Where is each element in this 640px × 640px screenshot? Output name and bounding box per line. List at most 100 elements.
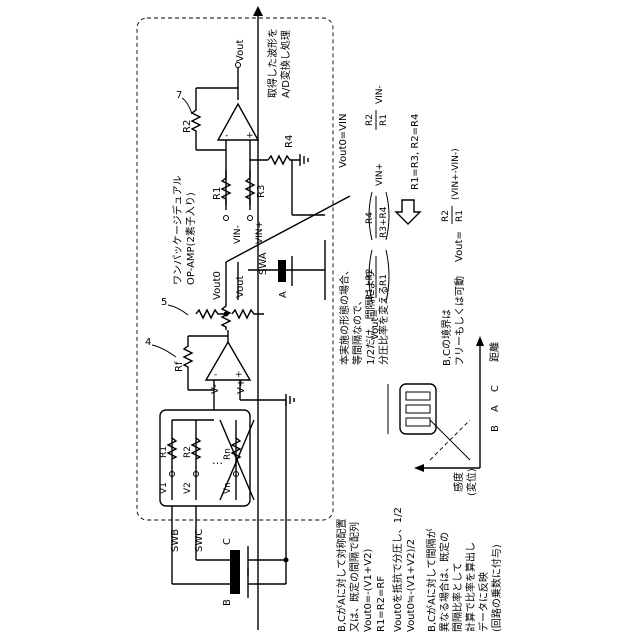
sensor-rn-label: Rn [223, 448, 233, 460]
sensor-r2-label: R2 [183, 446, 193, 458]
axis-tick-c: C [490, 385, 501, 392]
embodiment-line1: 本実施の形態の場合、 [338, 265, 351, 365]
vout-terminal [236, 63, 241, 68]
op-bot-minus: - [214, 370, 217, 380]
swa-label: SWA [258, 252, 269, 275]
op-top-plus: + [246, 131, 254, 141]
swc-label: SWC [194, 529, 205, 552]
ref-4-leader [152, 345, 176, 357]
vin-minus-term: VIN- [375, 85, 385, 104]
r2-label: R2 [182, 120, 193, 133]
result-num: R2 [441, 210, 451, 222]
vin-plus-label: VIN+ [255, 221, 265, 244]
bc-line2: 又は、既定の間隔で配列 [348, 522, 361, 632]
rf-resistor [184, 336, 192, 378]
sensor-dots: … [212, 454, 223, 467]
paren1-den: R1 [379, 274, 389, 286]
v-minus-label: V- [210, 384, 221, 394]
boundary-line1: B,Cの境界は [440, 309, 453, 366]
ad-note-line2: A/D変換し処理 [279, 30, 292, 98]
rf-label: Rf [174, 361, 185, 372]
graph-y-arrow-icon [476, 336, 484, 346]
bc-line1: B,CがAに対して対称配置 [335, 518, 348, 632]
swa-lever [226, 196, 350, 262]
embodiment-line3: 1/2だけ、間隔により [365, 270, 377, 365]
result-prefix: Vout= [454, 231, 465, 262]
vout-label: Vout [235, 39, 246, 62]
swb-label: SWB [170, 529, 181, 552]
axis-x-label: 距離 [488, 342, 501, 362]
vin-plus-term: VIN+ [375, 163, 385, 186]
divide-line2: Vout0≒-(V1+V2)/2 [406, 539, 417, 632]
dashed-enclosure [137, 18, 333, 520]
minus-frac-num: R2 [365, 114, 375, 126]
output-arrow-icon [253, 6, 263, 16]
axis-tick-a: A [490, 405, 501, 412]
embodiment-line4: 分圧比率を変える [377, 285, 390, 365]
v-plus-label: V+ [236, 379, 247, 394]
c-label: C [222, 538, 233, 545]
ref-5-leader [168, 305, 188, 315]
sensor-bar1 [406, 392, 430, 400]
unequal-line3: 間隔比率として [451, 562, 464, 632]
op-amp-title-line2: OP-AMP(2素子入り) [184, 192, 197, 285]
minus-frac-den: R1 [379, 114, 389, 126]
r3-label: R3 [256, 185, 267, 198]
sensor-r1-label: R1 [159, 446, 169, 458]
vout-mid-label: Vout [235, 275, 246, 298]
r1-label: R1 [212, 187, 223, 200]
divide-line1: Vout0を抵抗で分圧し、1/2 [391, 507, 404, 632]
paren2-num: R4 [365, 212, 375, 224]
b-label: B [222, 599, 233, 606]
vin-minus-terminal [224, 216, 229, 221]
unequal-line5: データに反映 [477, 572, 490, 632]
result-den: R1 [455, 210, 465, 222]
rail-node [284, 558, 289, 563]
vin-plus-terminal [248, 216, 253, 221]
graph-x-arrow-icon [414, 464, 424, 472]
bc-line4: R1=R2=RF [376, 576, 387, 632]
vout0-eq: Vout0=VIN [338, 114, 349, 168]
unequal-line4: 計算で比率を算出し [464, 542, 477, 632]
ref-7: 7 [176, 90, 182, 101]
divider-node [224, 312, 229, 317]
bc-line3: Vout0=-(V1+V2) [363, 549, 374, 632]
op-amp-title-line1: ワンパッケージデュアル [171, 176, 184, 286]
ref-5: 5 [161, 297, 167, 308]
battery-c-thick [230, 550, 240, 572]
boundary-line2: フリーもしくは可動 [453, 276, 466, 366]
axis-tick-b: B [490, 425, 501, 432]
battery-b-thick [230, 572, 240, 594]
axis-y-label-line1: 感度 [452, 472, 465, 492]
ref-7-leader [182, 98, 192, 114]
embodiment-line2: 等間隔なので、 [351, 295, 364, 365]
notes-and-graph: 本実施の形態の場合、 等間隔なので、 1/2だけ、間隔により 分圧比率を変える … [335, 265, 503, 632]
battery-a-thick [278, 260, 286, 282]
hollow-arrow-icon [396, 200, 420, 224]
ref-4: 4 [145, 337, 151, 348]
unequal-line6: (回路の乗数に付与) [490, 544, 503, 632]
r4-label: R4 [284, 135, 295, 148]
r4-resistor [268, 156, 300, 164]
vin-minus-label: VIN- [233, 225, 243, 244]
r2-resistor [192, 88, 200, 150]
axis-y-label-line2: (変位) [465, 468, 478, 496]
sensor-bar3 [406, 418, 430, 426]
v2-label: V2 [183, 482, 193, 494]
unequal-line1: B,CがAに対して間隔が [425, 528, 438, 632]
op-bot-plus: + [235, 370, 243, 380]
condition-eq: R1=R3, R2=R4 [410, 114, 421, 190]
ad-note-line1: 取得した波形を [266, 28, 279, 98]
unequal-line2: 異なる場合は、既定の [438, 532, 451, 632]
vout0-label: Vout0 [212, 271, 223, 300]
op-top-minus: - [225, 131, 228, 141]
v1-label: V1 [159, 482, 169, 494]
divider-r-bottom [232, 310, 264, 318]
circuit-diagram: Vout 取得した波形を A/D変換し処理 - + R2 7 R4 R1 R3 … [137, 6, 350, 630]
op-amp-bottom [206, 342, 250, 380]
a-label: A [278, 291, 289, 298]
sensor-bar2 [406, 405, 430, 413]
result-tail: (VIN+-VIN-) [451, 148, 461, 200]
